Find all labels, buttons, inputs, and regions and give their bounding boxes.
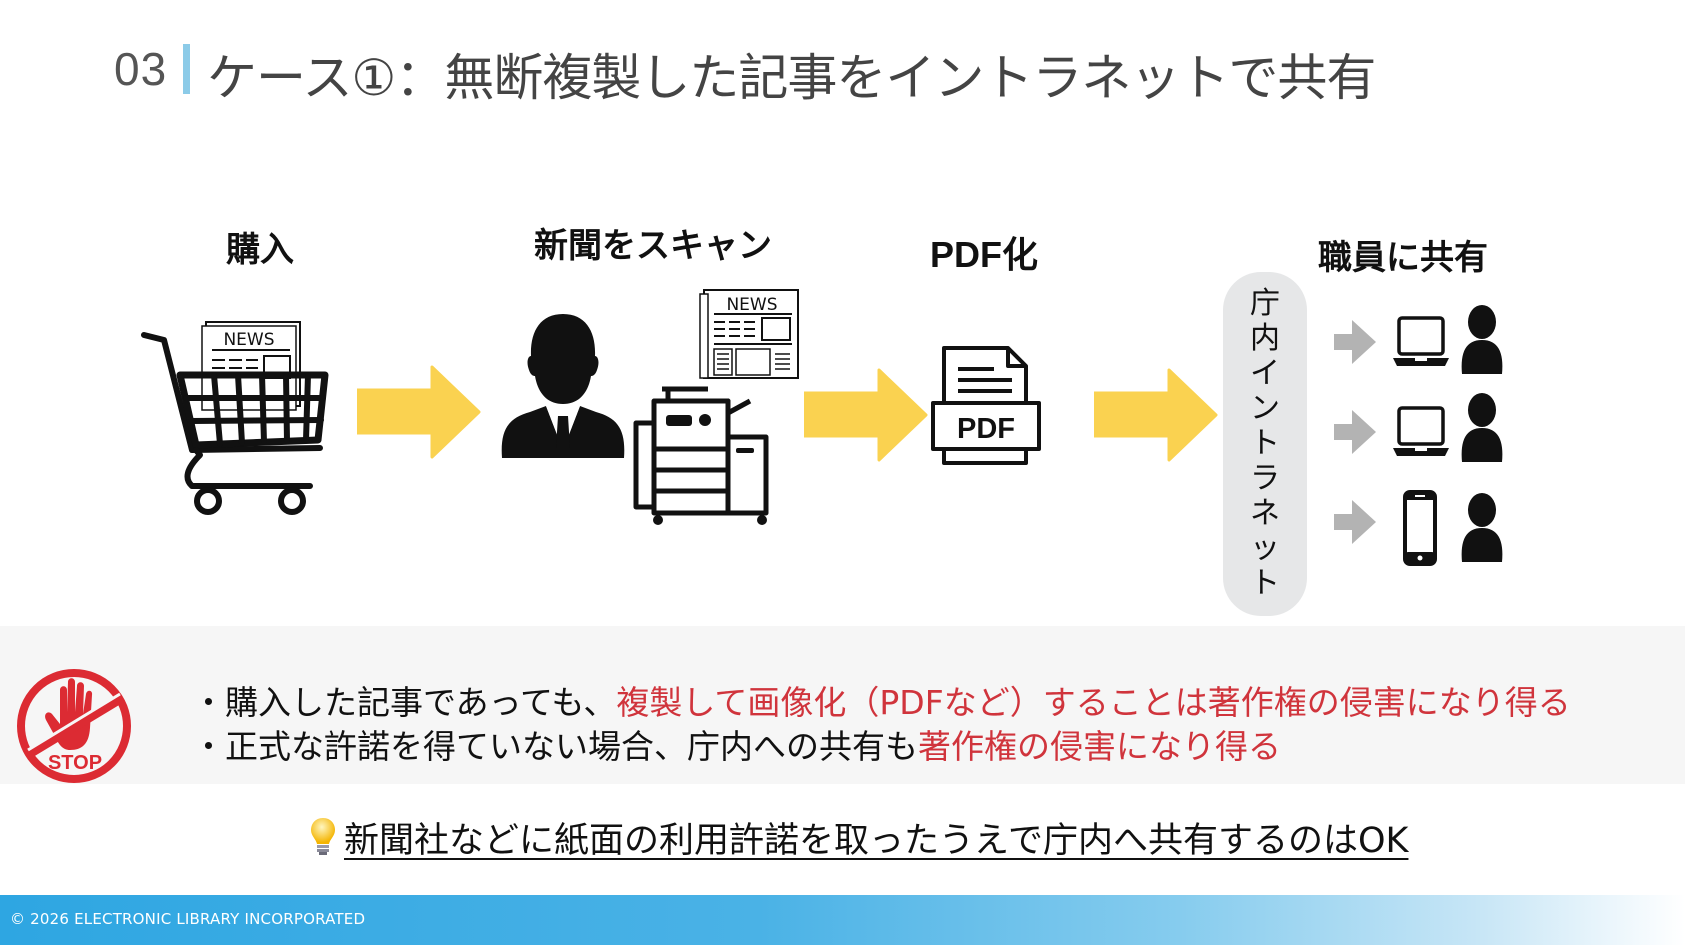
- arrow-right-icon: [357, 365, 481, 459]
- footer: © 2026 ELECTRONIC LIBRARY INCORPORATED: [0, 895, 1685, 945]
- stop-hand-icon: STOP: [17, 669, 131, 783]
- bullet-text: ・正式な許諾を得ていない場合、庁内への共有も: [192, 727, 918, 766]
- bullet-highlight: 著作権の侵害になり得る: [918, 727, 1281, 766]
- newspaper-label: NEWS: [223, 330, 274, 350]
- title-accent-bar: [183, 44, 190, 94]
- step-label-purchase: 購入: [226, 230, 294, 270]
- arrow-right-gray-icon: [1334, 410, 1376, 454]
- intranet-label: 庁 内 イ ン ト ラ ネ ッ ト: [1250, 286, 1280, 601]
- ok-note: 新聞社などに紙面の利用許諾を取ったうえで庁内へ共有するのはOK: [308, 812, 1408, 863]
- ok-note-text: 新聞社などに紙面の利用許諾を取ったうえで庁内へ共有するのはOK: [344, 821, 1409, 861]
- step-label-share: 職員に共有: [1318, 238, 1488, 278]
- copier-icon: [633, 386, 769, 525]
- arrow-right-icon: [804, 368, 928, 462]
- newspaper-icon: NEWS: [699, 289, 799, 379]
- warning-bullet: ・購入した記事であっても、複製して画像化（PDFなど）することは著作権の侵害にな…: [192, 676, 1571, 724]
- smartphone-icon: [1403, 490, 1437, 566]
- section-number: 03: [114, 43, 168, 95]
- page-title: ケース①：無断複製した記事をイントラネットで共有: [207, 49, 1376, 107]
- bullet-text: ・購入した記事であっても、: [192, 683, 617, 722]
- businessman-icon: [501, 314, 625, 458]
- arrow-right-icon: [1094, 368, 1218, 462]
- pdf-document-icon: PDF: [931, 346, 1041, 465]
- step-label-scan: 新聞をスキャン: [534, 226, 772, 266]
- bullet-highlight: 複製して画像化（PDFなど）することは著作権の侵害になり得る: [616, 683, 1571, 722]
- step-label-pdf: PDF化: [930, 234, 1039, 275]
- pdf-label: PDF: [957, 413, 1015, 445]
- warning-band: [0, 626, 1685, 784]
- user-icon: [1461, 493, 1503, 562]
- laptop-icon: [1393, 316, 1449, 366]
- arrow-right-gray-icon: [1334, 500, 1376, 544]
- arrow-right-gray-icon: [1334, 320, 1376, 364]
- newspaper-label: NEWS: [726, 295, 777, 315]
- laptop-icon: [1393, 406, 1449, 456]
- user-icon: [1461, 393, 1503, 462]
- warning-bullet: ・正式な許諾を得ていない場合、庁内への共有も著作権の侵害になり得る: [192, 720, 1281, 768]
- stop-label: STOP: [48, 752, 102, 774]
- shopping-cart-icon: NEWS: [141, 321, 329, 515]
- copyright-text: © 2026 ELECTRONIC LIBRARY INCORPORATED: [10, 910, 366, 928]
- user-icon: [1461, 305, 1503, 374]
- intranet-box: 庁 内 イ ン ト ラ ネ ッ ト: [1223, 272, 1307, 616]
- lightbulb-icon: [311, 818, 335, 855]
